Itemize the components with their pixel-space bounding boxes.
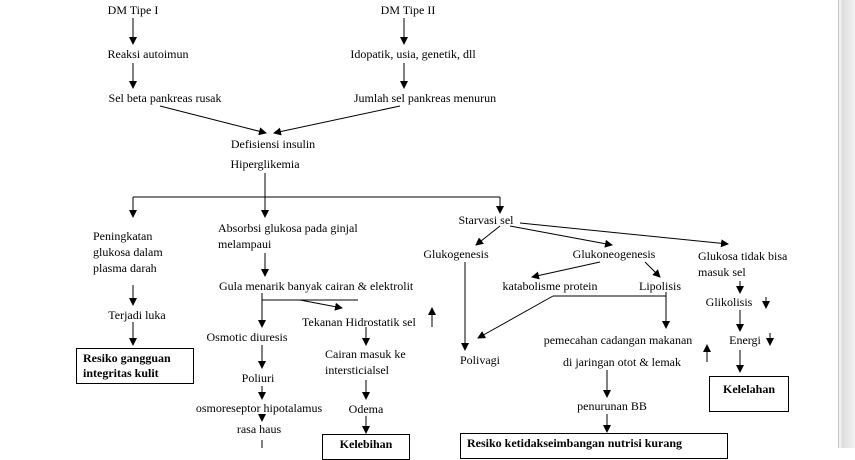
box-resiko-integritas-kulit: Resiko gangguan integritas kulit xyxy=(76,348,194,384)
node-poliuri: Poliuri xyxy=(241,371,275,385)
flow-connectors xyxy=(129,18,774,448)
node-glikolisis: Glikolisis xyxy=(705,295,753,309)
node-reaksi-autoimun: Reaksi autoimun xyxy=(107,47,189,61)
node-tekanan-hidrostatik: Tekanan Hidrostatik sel xyxy=(302,315,416,329)
arrow-starvasi-glukogenesis xyxy=(475,225,501,246)
node-jumlah-sel: Jumlah sel pankreas menurun xyxy=(353,91,497,105)
arrow-glukoneo-katabolisme xyxy=(531,261,601,280)
node-polivagi: Polivagi xyxy=(459,353,501,367)
node-starvasi-sel: Starvasi sel xyxy=(458,213,514,227)
node-jaringan: di jaringan otot & lemak xyxy=(563,355,681,369)
node-dm-tipe-1: DM Tipe I xyxy=(107,3,159,17)
node-terjadi-luka: Terjadi luka xyxy=(108,308,166,322)
node-idopatik: Idopatik, usia, genetik, dll xyxy=(350,47,476,61)
node-sel-beta: Sel beta pankreas rusak xyxy=(108,91,222,105)
node-osmotic-diuresis: Osmotic diuresis xyxy=(206,330,288,344)
node-rasa-haus: rasa haus xyxy=(236,422,282,436)
arrow-katabolisme-polivagi xyxy=(477,295,554,339)
arrow-gula-tekanan xyxy=(299,299,343,311)
arrow-starvasi-glukosatidak xyxy=(519,222,729,248)
arrow-jumlahsel-defisiensi xyxy=(273,105,401,136)
box-kelelahan: Kelelahan xyxy=(709,376,789,412)
node-penurunan-bb: penurunan BB xyxy=(577,399,647,413)
arrow-starvasi-glukoneo xyxy=(509,225,613,248)
arrow-glukoneo-lipolisis xyxy=(644,261,661,278)
arrow-selbeta-defisiensi xyxy=(159,105,267,136)
node-dm-tipe-2: DM Tipe II xyxy=(380,3,436,17)
node-katabolisme-protein: katabolisme protein xyxy=(502,279,598,293)
node-hiperglikemia: Hiperglikemia xyxy=(230,157,300,171)
node-glukosa-tidak: Glukosa tidak bisa masuk sel xyxy=(698,249,788,279)
box-kelebihan: Kelebihan xyxy=(322,434,410,460)
node-osmoreseptor: osmoreseptor hipotalamus xyxy=(195,401,323,415)
node-pemecahan: pemecahan cadangan makanan xyxy=(543,333,693,347)
node-glukoneogenesis: Glukoneogenesis xyxy=(572,247,656,261)
node-gula-menarik: Gula menarik banyak cairan & elektrolit xyxy=(219,279,414,293)
node-defisiensi-insulin: Defisiensi insulin xyxy=(230,137,316,151)
node-cairan-masuk: Cairan masuk ke intersticialsel xyxy=(325,347,406,377)
node-peningkatan-glukosa: Peningkatan glukosa dalam plasma darah xyxy=(93,229,163,275)
box-resiko-nutrisi: Resiko ketidakseimbangan nutrisi kurang xyxy=(460,433,728,459)
node-lipolisis: Lipolisis xyxy=(638,279,682,293)
node-energi: Energi xyxy=(729,333,761,347)
node-glukogenesis: Glukogenesis xyxy=(423,247,489,261)
node-absorbsi: Absorbsi glukosa pada ginjal melampaui xyxy=(218,221,358,251)
page-edge-scrollbar[interactable] xyxy=(838,0,855,448)
node-odema: Odema xyxy=(348,402,384,416)
